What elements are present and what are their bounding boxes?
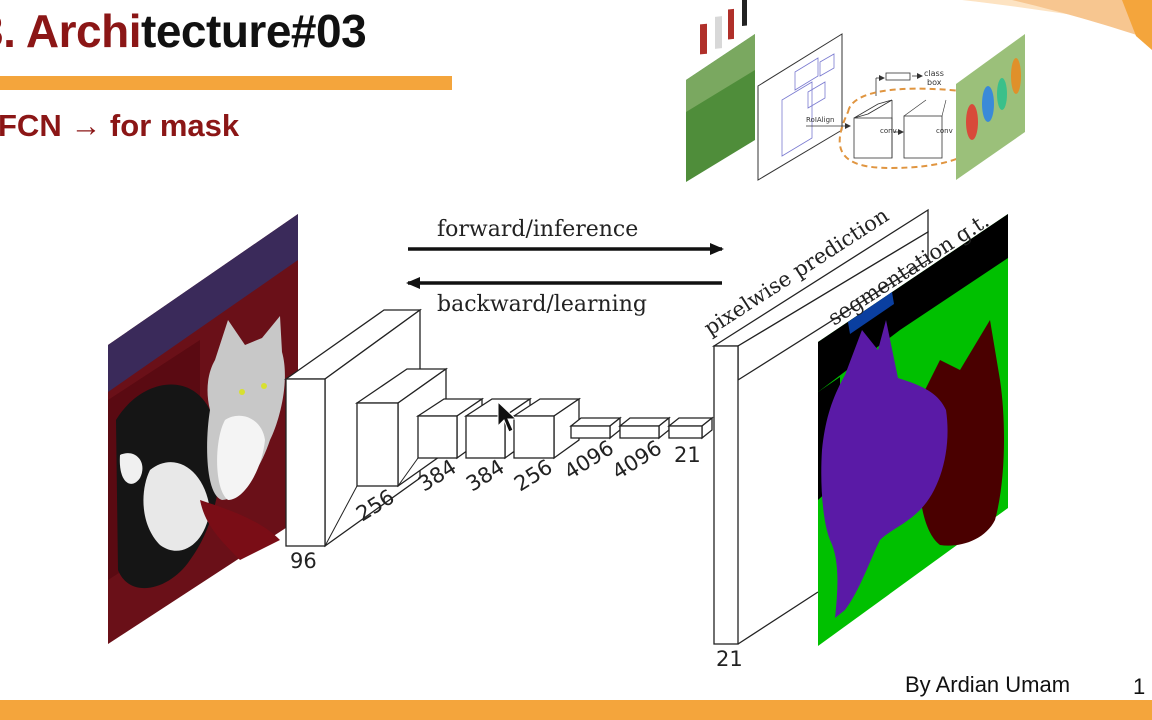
layer-box-256b	[511, 397, 582, 460]
layer-label-256b: 256	[510, 455, 557, 497]
mouse-cursor-icon	[497, 400, 518, 433]
layer-connectors	[324, 457, 419, 547]
layer-label-96: 96	[290, 549, 317, 573]
layer-label-21: 21	[674, 443, 701, 467]
author-credit: By Ardian Umam	[905, 672, 1071, 697]
segmentation-gt-image	[818, 214, 1008, 646]
input-image-cat-dog	[108, 214, 298, 644]
conv-label-1: conv	[880, 127, 897, 135]
page-number: 1	[1133, 674, 1146, 699]
title-underline	[0, 76, 452, 90]
layer-label-384b: 384	[462, 455, 509, 497]
soccer-input-image	[686, 0, 755, 182]
box-label: box	[927, 78, 942, 87]
backward-label: backward/learning	[437, 292, 647, 317]
footer-bar	[0, 700, 1152, 720]
forward-label: forward/inference	[437, 217, 638, 242]
class-label: class	[924, 69, 944, 78]
slide-subtitle: FCN → for mask	[0, 108, 240, 143]
slide-title: 3. Architecture#03	[0, 5, 367, 57]
cnn-layers	[283, 308, 714, 548]
prediction-slab	[711, 208, 929, 645]
conv-label-2: conv	[936, 127, 953, 135]
layer-box-4096b	[618, 416, 671, 440]
fcn-diagram: RoIAlign class box conv conv	[108, 0, 1025, 671]
layer-box-4096a	[569, 416, 622, 440]
layer-box-21	[667, 416, 714, 440]
mask-rcnn-figure: RoIAlign class box conv conv	[686, 0, 1025, 182]
layer-label-4096b: 4096	[608, 436, 666, 485]
output-channels-label: 21	[716, 647, 743, 671]
roialign-label: RoIAlign	[806, 116, 834, 124]
corner-decoration	[962, 0, 1152, 50]
soccer-output-image	[956, 34, 1025, 180]
